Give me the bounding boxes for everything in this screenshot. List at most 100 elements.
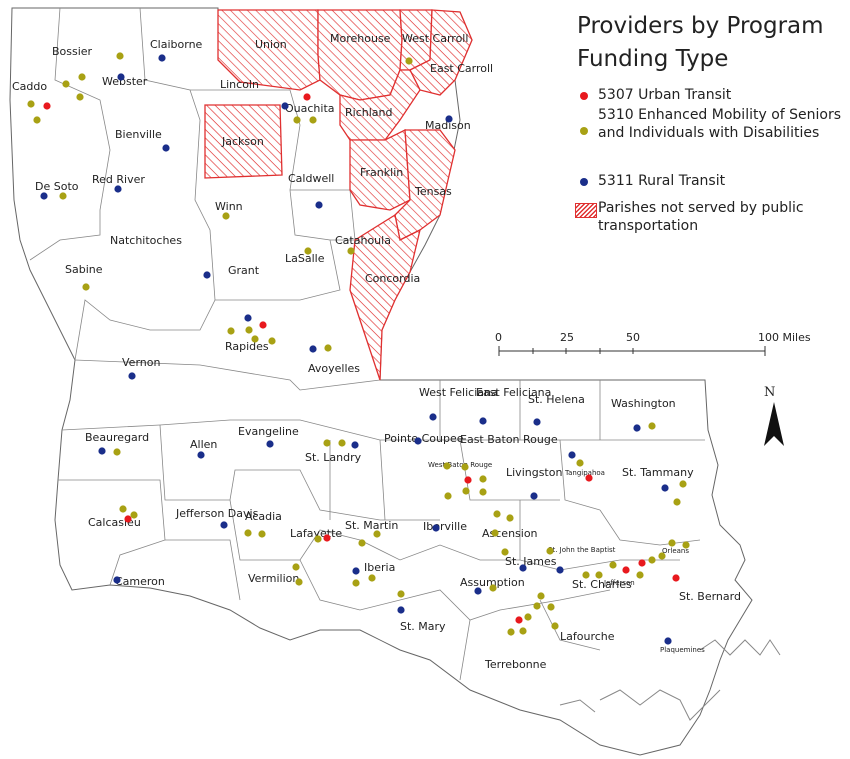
parish-label: Sabine [65, 263, 103, 276]
enhanced-mobility-marker [491, 529, 499, 537]
parish-labels: Caddo Bossier Claiborne Union Morehouse … [12, 32, 741, 671]
enhanced-mobility-marker [119, 505, 127, 513]
parish-label: East Baton Rouge [460, 433, 558, 446]
enhanced-mobility-marker [352, 579, 360, 587]
rural-transit-marker [309, 345, 317, 353]
parish-label: East Feliciana [476, 386, 551, 399]
parish-label: Ascension [482, 527, 538, 540]
rural-transit-marker [568, 451, 576, 459]
enhanced-mobility-marker [479, 488, 487, 496]
rural-transit-marker [664, 637, 672, 645]
enhanced-mobility-marker [59, 192, 67, 200]
rural-transit-marker [519, 564, 527, 572]
enhanced-mobility-marker [314, 535, 322, 543]
enhanced-mobility-marker [295, 578, 303, 586]
enhanced-mobility-marker [293, 116, 301, 124]
scale-tick-label: 50 [626, 331, 640, 344]
parish-label: Tensas [414, 185, 452, 198]
parish-label: Red River [92, 173, 145, 186]
rural-transit-marker [203, 271, 211, 279]
parish-label: St. Mary [400, 620, 446, 633]
parish-label: Natchitoches [110, 234, 182, 247]
parish-label: LaSalle [285, 252, 325, 265]
enhanced-mobility-marker [82, 283, 90, 291]
urban-transit-marker [323, 534, 331, 542]
enhanced-mobility-marker [582, 571, 590, 579]
parish-label: Union [255, 38, 287, 51]
urban-transit-marker [124, 515, 132, 523]
urban-transit-marker [464, 476, 472, 484]
rural-transit-marker [128, 372, 136, 380]
parish-label: East Carroll [430, 62, 493, 75]
rural-transit-marker [98, 447, 106, 455]
enhanced-mobility-marker [292, 563, 300, 571]
parish-label: Beauregard [85, 431, 149, 444]
parish-label: Bienville [115, 128, 162, 141]
parish-franklin [349, 128, 411, 211]
enhanced-mobility-marker [444, 492, 452, 500]
enhanced-mobility-marker [358, 539, 366, 547]
rural-transit-marker [244, 314, 252, 322]
enhanced-mobility-marker [309, 116, 317, 124]
parish-label: St. Charles [572, 578, 632, 591]
north-label: N [764, 385, 775, 400]
rural-transit-marker [158, 54, 166, 62]
rural-transit-marker [429, 413, 437, 421]
parish-label: Lafourche [560, 630, 615, 643]
enhanced-mobility-marker [461, 463, 469, 471]
enhanced-mobility-marker [658, 552, 666, 560]
rural-transit-marker [113, 576, 121, 584]
parish-label: Claiborne [150, 38, 203, 51]
legend-dot-rural [580, 178, 588, 186]
enhanced-mobility-marker [324, 344, 332, 352]
parish-label: Evangeline [238, 425, 299, 438]
urban-transit-marker [622, 566, 630, 574]
enhanced-mobility-marker [489, 584, 497, 592]
parish-label: Plaquemines [660, 646, 705, 654]
parish-label: Acadia [245, 510, 282, 523]
enhanced-mobility-marker [347, 247, 355, 255]
parish-label: Tangipahoa [564, 469, 605, 477]
enhanced-mobility-marker [323, 439, 331, 447]
parish-label: Winn [215, 200, 243, 213]
enhanced-mobility-marker [222, 212, 230, 220]
enhanced-mobility-marker [506, 514, 514, 522]
urban-transit-marker [515, 616, 523, 624]
parish-label: Avoyelles [308, 362, 360, 375]
enhanced-mobility-marker [268, 337, 276, 345]
legend-hatch-swatch [575, 203, 597, 218]
parish-label: Iberia [364, 561, 395, 574]
legend-label-unserved: Parishes not served by public transporta… [598, 200, 804, 234]
enhanced-mobility-marker [76, 93, 84, 101]
rural-transit-marker [315, 201, 323, 209]
parish-label: Catahoula [335, 234, 391, 247]
parish-label: West Feliciana [419, 386, 498, 399]
parish-label: Madison [425, 119, 471, 132]
rural-transit-marker [197, 451, 205, 459]
rural-transit-marker [533, 418, 541, 426]
parish-east-carroll [409, 9, 473, 96]
parish-label: Rapides [225, 340, 269, 353]
parish-jackson [204, 104, 283, 179]
urban-transit-marker [259, 321, 267, 329]
enhanced-mobility-marker [682, 541, 690, 549]
rural-transit-marker [281, 102, 289, 110]
coast-fringe [559, 639, 781, 721]
parish-label: Vernon [122, 356, 160, 369]
parish-label: De Soto [35, 180, 79, 193]
enhanced-mobility-marker [533, 602, 541, 610]
parish-concordia [349, 213, 421, 381]
parish-label: Cameron [115, 575, 165, 588]
provider-markers [27, 52, 690, 645]
urban-transit-marker [585, 474, 593, 482]
scale-tick-label: 0 [495, 331, 502, 344]
parish-label: Caldwell [288, 172, 334, 185]
urban-transit-marker [638, 559, 646, 567]
parish-label: Grant [228, 264, 260, 277]
enhanced-mobility-marker [33, 116, 41, 124]
enhanced-mobility-marker [547, 603, 555, 611]
enhanced-mobility-marker [130, 511, 138, 519]
enhanced-mobility-marker [251, 335, 259, 343]
parish-label: St. Martin [345, 519, 398, 532]
